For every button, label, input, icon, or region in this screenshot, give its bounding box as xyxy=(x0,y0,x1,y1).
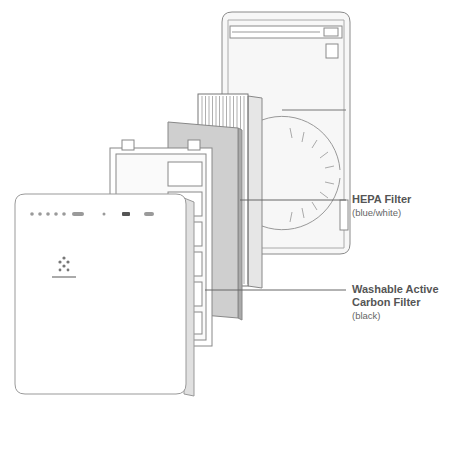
leader-line xyxy=(205,290,346,291)
front-panel xyxy=(15,194,194,396)
pleat-line xyxy=(247,96,248,284)
part-name: HEPA Filter xyxy=(352,193,452,206)
part-note: (black) xyxy=(352,310,452,321)
part-note: (blue/white) xyxy=(352,207,452,218)
leader-line xyxy=(240,200,346,201)
part-name: Washable Active Carbon Filter xyxy=(352,283,452,309)
pleat-line xyxy=(244,96,245,284)
